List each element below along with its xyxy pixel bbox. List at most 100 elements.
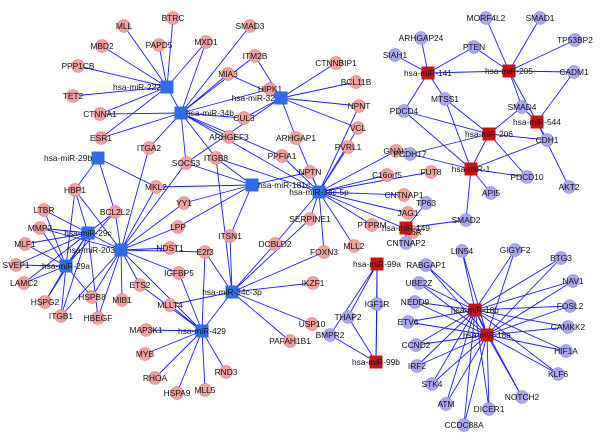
gene-label: HSPA9 [164,388,191,398]
gene-node-bmpr2: BMPR2 [316,328,345,342]
gene-label: MLL [116,21,133,31]
edge-hsa-miR-29c-HBEGF [87,232,99,319]
gene-label: CNTNAP1 [384,190,423,200]
gene-node-papd5: PAPD5 [146,38,173,52]
edge-hsa-miR-222-MLL [123,25,168,88]
gene-label: LIN54 [451,246,474,256]
edge-hsa-miR-203-E2f3 [120,249,206,253]
gene-node-thap2: THAP2 [335,310,362,324]
gene-node-circle [365,218,379,232]
mirna-node-square [160,80,174,94]
gene-node-mxd1: MXD1 [194,35,218,49]
edge-hsa-miR-1-PDCD10 [470,168,528,178]
gene-node-ppfia1: PPFIA1 [268,149,297,163]
gene-node-mia3: MIA3 [218,67,238,81]
mirna-node-hsa-mir-429: hsa-miR-429 [178,324,226,338]
edge-hsa-miR-34c-5p-IL6R [318,191,414,233]
gene-node-ccnd2: CCND2 [402,338,431,352]
edge-hsa-miR-429-IGFBP5 [178,272,203,332]
gene-node-hbegf: HBEGF [84,311,112,325]
mirna-node-square [370,257,384,271]
gene-node-circle [268,237,282,251]
gene-node-dicer1: DICER1 [474,402,505,416]
mirna-node-square [464,162,478,176]
gene-node-arhgap24: ARHGAP24 [399,31,444,45]
gene-label: IRF2 [408,361,426,371]
edge-hsa-miR-34c-5p-NPNT [318,105,360,193]
edge-hsa-miR-203-NDST1 [120,247,171,251]
gene-node-etv6: ETV6 [398,315,419,329]
gene-node-circle [263,82,277,96]
edge-hsa-miR-1-SMAD2 [465,168,472,221]
gene-label: ETS2 [130,280,151,290]
gene-node-circle [484,186,498,200]
gene-node-akt2: AKT2 [559,180,580,194]
gene-node-circle [303,212,317,226]
gene-label: SMAD4 [508,102,537,112]
edge-hsa-miR-18a-DICER1 [486,334,490,410]
gene-node-fosl2: FOSL2 [557,299,584,313]
edge-hsa-miR-18a-ATM [445,334,488,405]
gene-node-stk4: STK4 [422,377,443,391]
gene-node-circle [459,213,473,227]
edge-hsa-miR-29b-MKL2 [97,157,157,188]
gene-label: MLL2 [344,241,365,251]
mirna-label: hsa-miR-429 [178,326,226,336]
gene-node-circle [341,140,355,154]
gene-node-circle [38,295,52,309]
gene-node-circle [306,276,320,290]
edge-hsa-miR-203-HBEGF [97,249,122,319]
edge-hsa-miR-203-MMP2 [39,227,122,251]
mirna-node-square [225,285,239,299]
edge-hsa-miR-205-SMAD1 [508,17,541,72]
gene-node-circle [85,290,99,304]
edge-hsa-miR-181c-ITSN1 [229,184,253,237]
gene-node-circle [243,19,257,33]
mirna-node-hsa-mir-222: hsa-miR-222 [113,80,174,94]
edge-hsa-miR-18b-DICER1 [474,309,490,410]
mirna-node-square [468,303,482,317]
mirna-node-square [245,178,259,192]
gene-label: BCL2L2 [100,207,131,217]
edge-hsa-miR-181c-YY1 [183,184,253,204]
edge-hsa-miR-206-PDCD10 [488,133,528,178]
gene-node-itgb8: ITGB8 [204,151,228,165]
edge-hsa-miR-222-BTRC [166,17,174,88]
gene-label: UBE2Z [406,278,433,288]
edge-hsa-miR-18a-IRF2 [416,334,488,367]
mirna-node-hsa-mir-149: hsa-miR-149 [382,221,430,235]
mirna-node-hsa-mir-544: hsa-miR-544 [513,115,561,129]
edge-hsa-miR-99a-THAP2 [347,263,378,318]
edge-hsa-miR-34c-5p-JAG1 [318,191,409,214]
edge-hsa-miR-18a-BTG3 [486,257,562,336]
gene-node-circle [166,11,180,25]
edge-hsa-miR-18b-BTG3 [474,257,562,311]
mirna-label: hsa-miR-29b [44,153,92,163]
mirna-node-square [369,355,383,369]
gene-node-ube2z: UBE2Z [406,276,433,290]
mirna-node-hsa-mir-29a: hsa-miR-29a [42,259,90,273]
gene-node-circle [455,244,469,258]
mirna-node-square [530,115,544,129]
gene-node-morf4l2: MORF4L2 [467,11,506,25]
edge-hsa-miR-99a-BMPR2 [329,263,378,336]
gene-node-btrc: BTRC [162,11,184,25]
gene-node-circle [482,402,496,416]
gene-label: HIPK1 [258,84,283,94]
gene-node-circle [219,365,233,379]
mirna-label: hsa-miR-141 [404,68,452,78]
mirna-node-hsa-mir-206: hsa-miR-206 [465,127,513,141]
edge-hsa-miR-34c-3p-ITSN1 [229,235,233,293]
edge-hsa-miR-203-HSPB8 [91,249,122,298]
gene-node-itga2: ITGA2 [137,141,161,155]
gene-label: PTEN [463,42,485,52]
gene-node-circle [554,251,568,265]
edge-hsa-miR-222-PPP1CB [77,65,168,88]
edge-hsa-miR-32-VCL [280,97,359,129]
gene-node-ets2: ETS2 [130,278,151,292]
gene-label: MXD1 [194,37,218,47]
edge-hsa-miR-203-SOCS3 [120,162,187,251]
gene-node-pvrl1: PVRL1 [335,140,362,154]
gene-label: ITSN1 [218,231,242,241]
edge-hsa-miR-18b-NEDD9 [414,301,476,311]
